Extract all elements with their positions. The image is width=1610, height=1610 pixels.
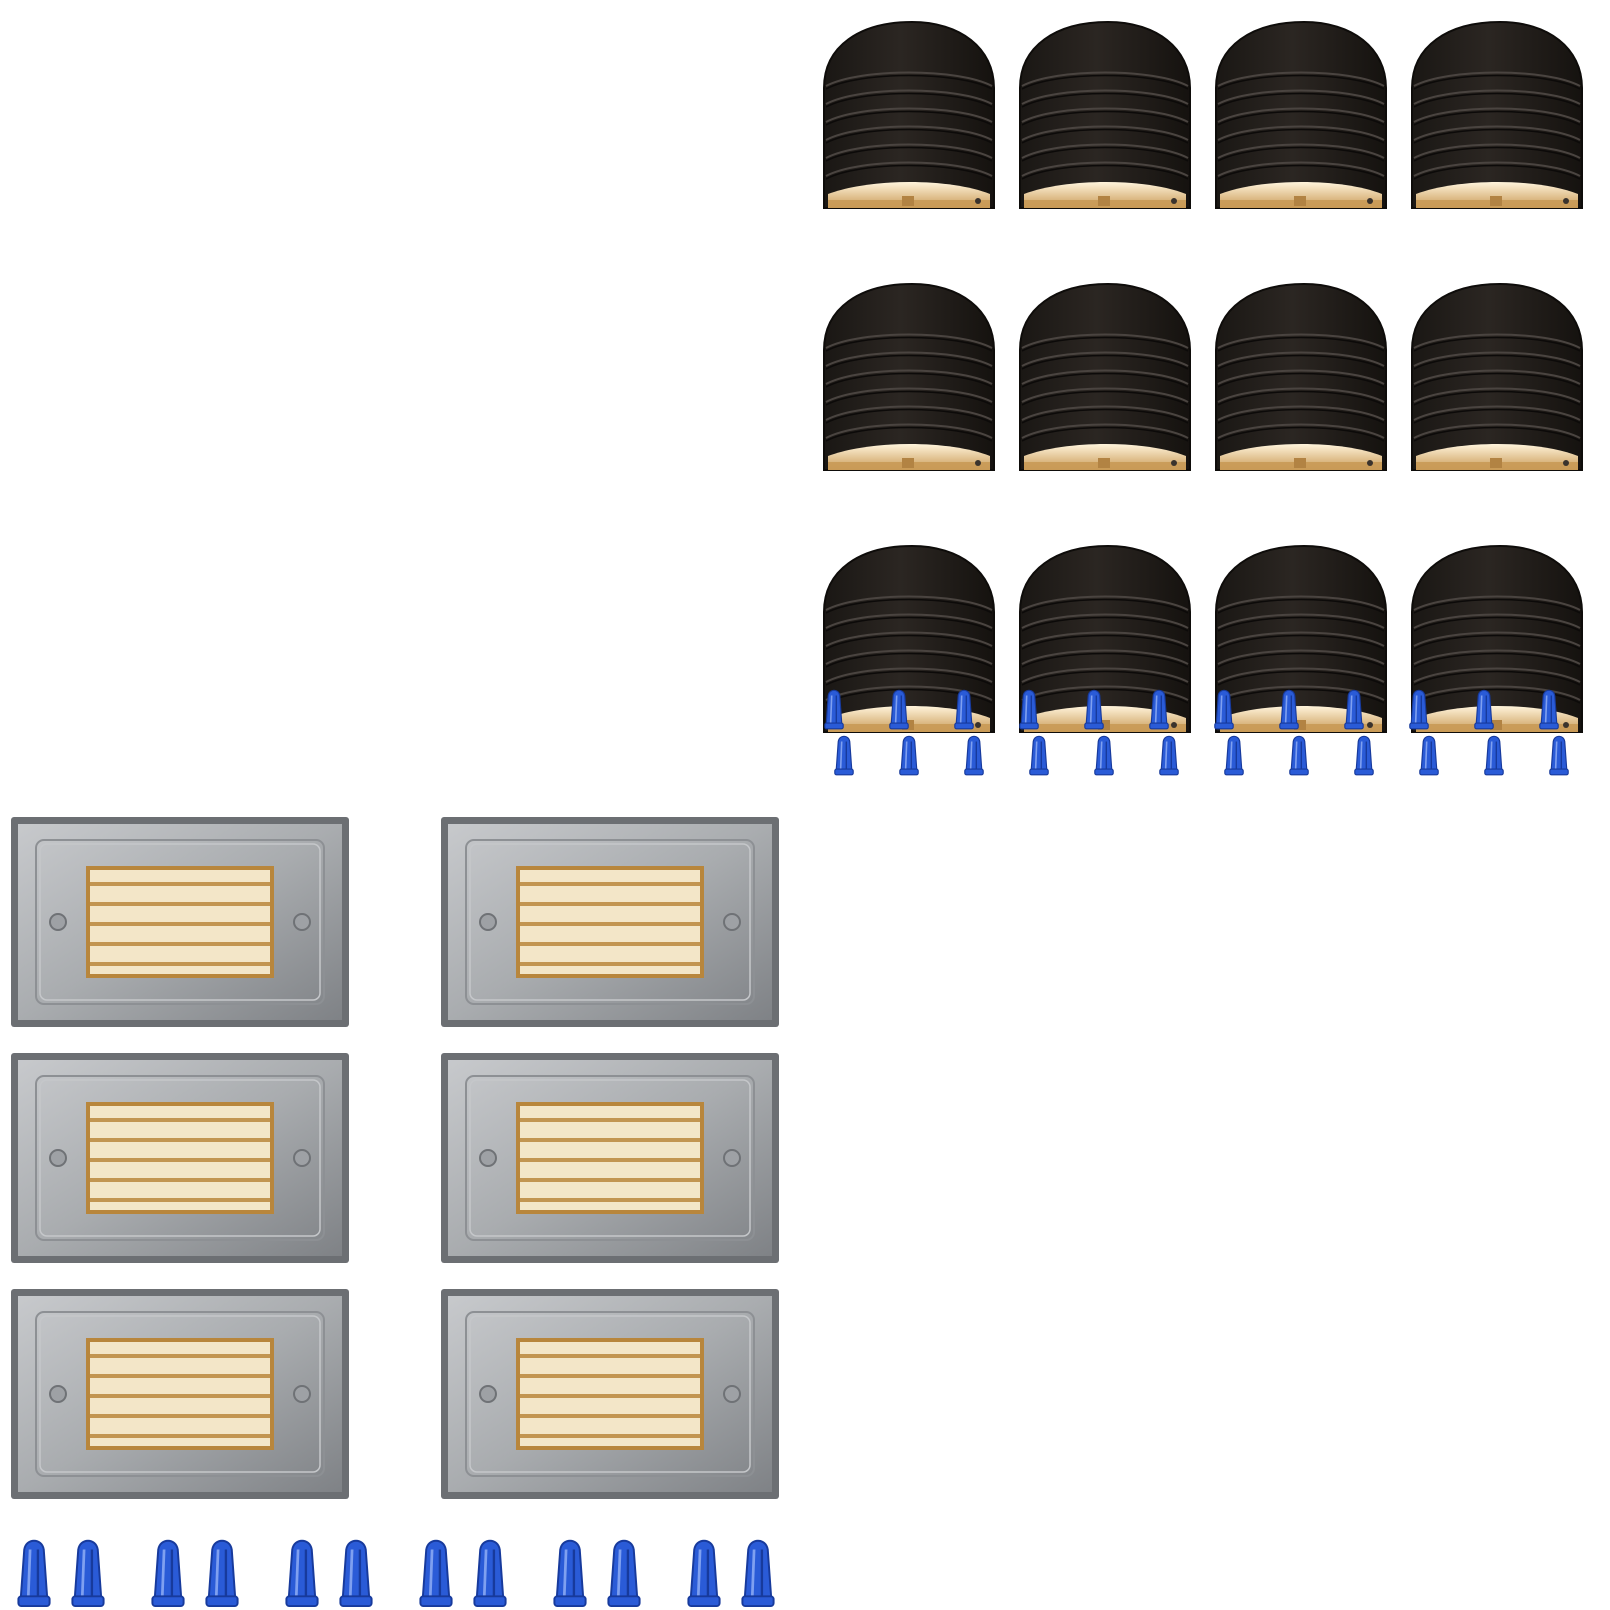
step-light-set xyxy=(0,810,800,1610)
wire-nut-icon xyxy=(832,730,856,776)
louvered-step-light xyxy=(10,1288,350,1500)
wire-nut-icon xyxy=(897,730,921,776)
wire-nut-icon xyxy=(1082,684,1106,730)
wire-nut-icon xyxy=(1277,684,1301,730)
wire-nut-icon xyxy=(1017,684,1041,730)
louvered-step-light xyxy=(440,1288,780,1500)
louvered-step-light xyxy=(10,816,350,1028)
wire-nut-icon xyxy=(604,1530,644,1608)
wire-nut-icon xyxy=(822,684,846,730)
wire-nut-icon xyxy=(1407,684,1431,730)
wire-nut-icon xyxy=(1157,730,1181,776)
dome-deck-light xyxy=(820,280,998,480)
wire-nut-icon xyxy=(1027,730,1051,776)
wire-nut-icon xyxy=(1147,684,1171,730)
wire-nut-icon xyxy=(962,730,986,776)
wire-nut-icon xyxy=(1222,730,1246,776)
dome-deck-light xyxy=(820,18,998,218)
wire-nut-icon xyxy=(336,1530,376,1608)
wire-nut-icon xyxy=(1092,730,1116,776)
dome-deck-light xyxy=(1212,18,1390,218)
wire-nut-icon xyxy=(202,1530,242,1608)
wire-nut-icon xyxy=(952,684,976,730)
dome-deck-light xyxy=(1408,18,1586,218)
dome-deck-light xyxy=(1408,280,1586,480)
wire-nut-icon xyxy=(1342,684,1366,730)
dome-deck-light xyxy=(820,542,998,742)
dome-deck-light xyxy=(1016,542,1194,742)
wire-nut-icon xyxy=(470,1530,510,1608)
wire-nut-icon xyxy=(684,1530,724,1608)
wire-nut-icon xyxy=(1547,730,1571,776)
wire-nut-icon xyxy=(887,684,911,730)
wire-nut-icon xyxy=(416,1530,456,1608)
dome-deck-light xyxy=(1408,542,1586,742)
wire-nut-icon xyxy=(1212,684,1236,730)
wire-nut-icon xyxy=(14,1530,54,1608)
louvered-step-light xyxy=(10,1052,350,1264)
wire-nut-icon xyxy=(148,1530,188,1608)
wire-nut-icon xyxy=(738,1530,778,1608)
wire-nut-icon xyxy=(1417,730,1441,776)
louvered-step-light xyxy=(440,1052,780,1264)
wire-nut-icon xyxy=(1482,730,1506,776)
dome-deck-light xyxy=(1212,542,1390,742)
wire-nut-icon xyxy=(550,1530,590,1608)
wire-nut-icon xyxy=(1287,730,1311,776)
deck-light-set xyxy=(820,0,1610,780)
wire-nut-icon xyxy=(1472,684,1496,730)
dome-deck-light xyxy=(1016,280,1194,480)
wire-nut-icon xyxy=(1352,730,1376,776)
wire-nut-icon xyxy=(282,1530,322,1608)
wire-nut-icon xyxy=(68,1530,108,1608)
wire-nut-icon xyxy=(1537,684,1561,730)
dome-deck-light xyxy=(1212,280,1390,480)
dome-deck-light xyxy=(1016,18,1194,218)
louvered-step-light xyxy=(440,816,780,1028)
